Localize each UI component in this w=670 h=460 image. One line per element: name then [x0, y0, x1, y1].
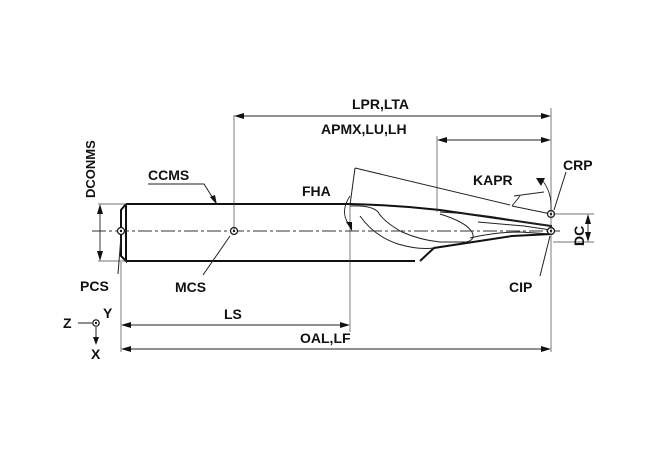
apmx-lu-lh-label: APMX,LU,LH	[321, 121, 407, 137]
ccms-leader-arrow	[210, 195, 217, 205]
dc-label: DC	[571, 226, 587, 246]
fha-angle	[344, 167, 511, 231]
axis-x-label: X	[91, 346, 101, 362]
mcs-leader	[202, 235, 231, 276]
lpr-lta-dimension	[234, 113, 551, 119]
flute-helix-3	[439, 211, 552, 227]
crp-label: CRP	[563, 157, 593, 173]
lpr-lta-label: LPR,LTA	[352, 96, 409, 112]
apmx-dimension	[437, 137, 551, 143]
crp-leader	[553, 171, 567, 211]
flute-helix-2	[359, 215, 435, 249]
fha-label: FHA	[302, 183, 331, 199]
pcs-point	[116, 226, 126, 236]
mcs-label: MCS	[175, 279, 206, 295]
pcs-label: PCS	[80, 278, 109, 294]
ccms-leader	[148, 183, 217, 204]
tip-chamfer	[511, 195, 552, 215]
cip-leader	[539, 235, 551, 277]
dc-dimension	[585, 214, 591, 242]
kapr-angle	[513, 178, 552, 211]
ls-label: LS	[224, 306, 242, 322]
dconms-label: DCONMS	[83, 140, 98, 198]
flute-outline	[349, 203, 552, 262]
flute-helix-4	[469, 221, 552, 239]
ls-dimension	[121, 322, 350, 328]
ccms-label: CCMS	[148, 167, 189, 183]
shank-outline	[120, 203, 415, 264]
axis-y-label: Y	[103, 305, 113, 321]
tool-body	[120, 195, 552, 264]
oal-lf-dimension	[121, 346, 551, 352]
axis-z-label: Z	[63, 315, 72, 331]
oal-lf-label: OAL,LF	[300, 330, 351, 346]
cip-label: CIP	[509, 279, 532, 295]
pcs-leader	[117, 235, 122, 275]
dconms-dimension	[97, 204, 103, 261]
kapr-label: KAPR	[473, 172, 513, 188]
extension-lines	[98, 108, 594, 352]
axes-symbol	[78, 319, 100, 345]
